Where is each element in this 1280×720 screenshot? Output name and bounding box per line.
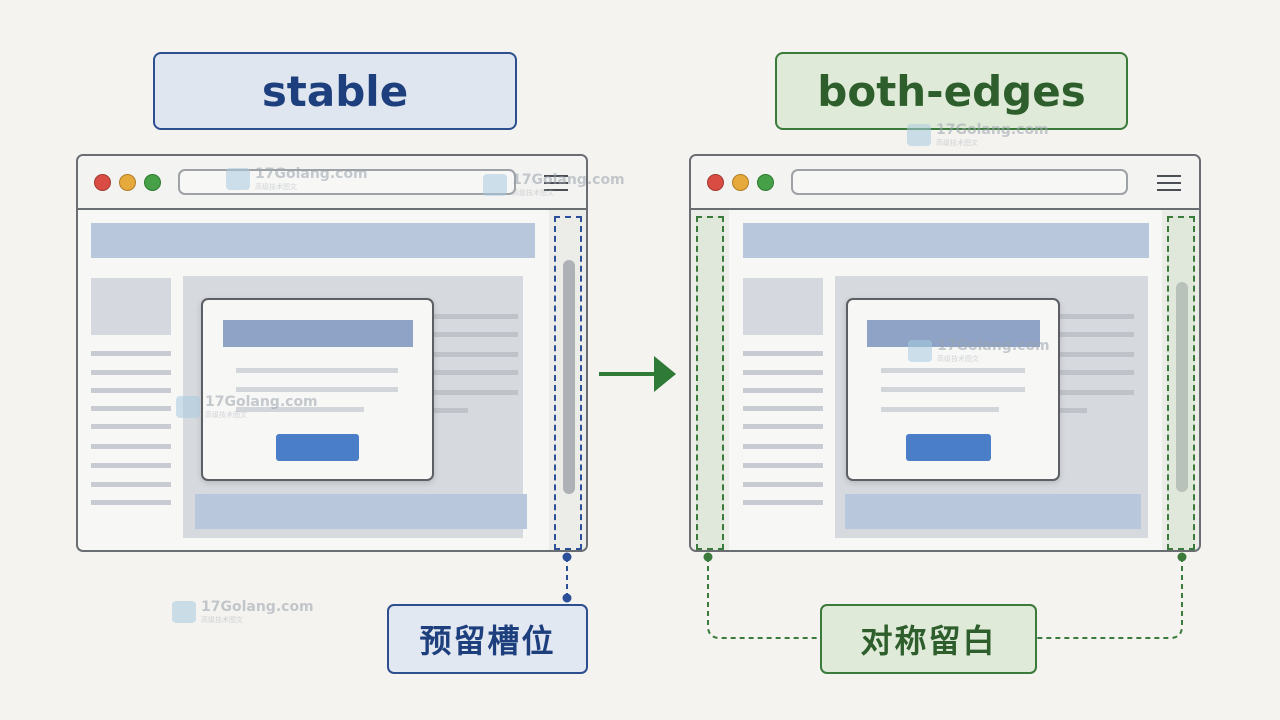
sidebar-line	[91, 463, 171, 468]
sidebar-line	[743, 463, 823, 468]
left-gutter-outline	[696, 216, 724, 550]
watermark-logo-icon	[176, 396, 200, 418]
watermark-logo-icon	[908, 340, 932, 362]
window-close-icon[interactable]	[707, 174, 724, 191]
modal-action-button[interactable]	[906, 434, 991, 461]
window-maximize-icon[interactable]	[757, 174, 774, 191]
content-line	[433, 314, 518, 319]
page-header-bar	[91, 223, 535, 258]
sidebar-line	[91, 406, 171, 411]
sidebar-line	[743, 424, 823, 429]
content-line	[1059, 352, 1134, 357]
both-edges-title: both-edges	[775, 52, 1128, 130]
hamburger-menu-icon[interactable]	[544, 175, 568, 191]
content-line	[1059, 408, 1087, 413]
sidebar-line	[91, 370, 171, 375]
browser-window-both-edges	[689, 154, 1201, 552]
window-close-icon[interactable]	[94, 174, 111, 191]
browser-window-stable	[76, 154, 588, 552]
modal-text-line	[236, 407, 364, 412]
stable-callout-connector	[562, 552, 572, 603]
sidebar-line	[91, 482, 171, 487]
sidebar-line	[91, 444, 171, 449]
watermark-logo-icon	[907, 124, 931, 146]
content-line	[433, 332, 518, 337]
sidebar-line	[743, 351, 823, 356]
both-edges-callout-connector	[703, 552, 1187, 639]
content-line	[433, 370, 518, 375]
watermark-logo-icon	[226, 168, 250, 190]
sidebar-line	[743, 500, 823, 505]
scrollbar-thumb[interactable]	[563, 260, 575, 494]
content-line	[433, 390, 518, 395]
sidebar-line	[743, 370, 823, 375]
page-header-bar	[743, 223, 1149, 258]
right-arrow-icon	[599, 356, 676, 392]
modal-dialog	[201, 298, 434, 481]
modal-dialog	[846, 298, 1060, 481]
reserved-slot-label: 预留槽位	[387, 604, 588, 674]
page-footer-bar	[195, 494, 527, 529]
content-line	[1059, 332, 1134, 337]
window-minimize-icon[interactable]	[732, 174, 749, 191]
modal-text-line	[881, 407, 999, 412]
sidebar-line	[743, 388, 823, 393]
reserved-gutter-outline	[554, 216, 582, 550]
content-line	[1059, 370, 1134, 375]
page-footer-bar	[845, 494, 1141, 529]
window-maximize-icon[interactable]	[144, 174, 161, 191]
content-line	[1059, 314, 1134, 319]
symmetric-whitespace-label: 对称留白	[820, 604, 1037, 674]
sidebar-thumbnail	[91, 278, 171, 335]
hamburger-menu-icon[interactable]	[1157, 175, 1181, 191]
sidebar-line	[91, 351, 171, 356]
modal-header	[867, 320, 1040, 347]
watermark-logo-icon	[483, 174, 507, 196]
sidebar-line	[91, 424, 171, 429]
sidebar-line	[743, 444, 823, 449]
content-line	[1059, 390, 1134, 395]
modal-text-line	[236, 368, 398, 373]
stable-title: stable	[153, 52, 517, 130]
modal-action-button[interactable]	[276, 434, 359, 461]
sidebar-line	[743, 406, 823, 411]
sidebar-thumbnail	[743, 278, 823, 335]
modal-header	[223, 320, 413, 347]
browser-toolbar	[691, 156, 1199, 210]
content-line	[433, 352, 518, 357]
address-bar[interactable]	[791, 169, 1128, 195]
sidebar-line	[743, 482, 823, 487]
modal-text-line	[881, 387, 1025, 392]
content-line	[433, 408, 468, 413]
right-gutter-outline	[1167, 216, 1195, 550]
sidebar-line	[91, 500, 171, 505]
modal-text-line	[881, 368, 1025, 373]
scrollbar-thumb[interactable]	[1176, 282, 1188, 492]
sidebar-line	[91, 388, 171, 393]
watermark-logo-icon	[172, 601, 196, 623]
modal-text-line	[236, 387, 398, 392]
window-minimize-icon[interactable]	[119, 174, 136, 191]
